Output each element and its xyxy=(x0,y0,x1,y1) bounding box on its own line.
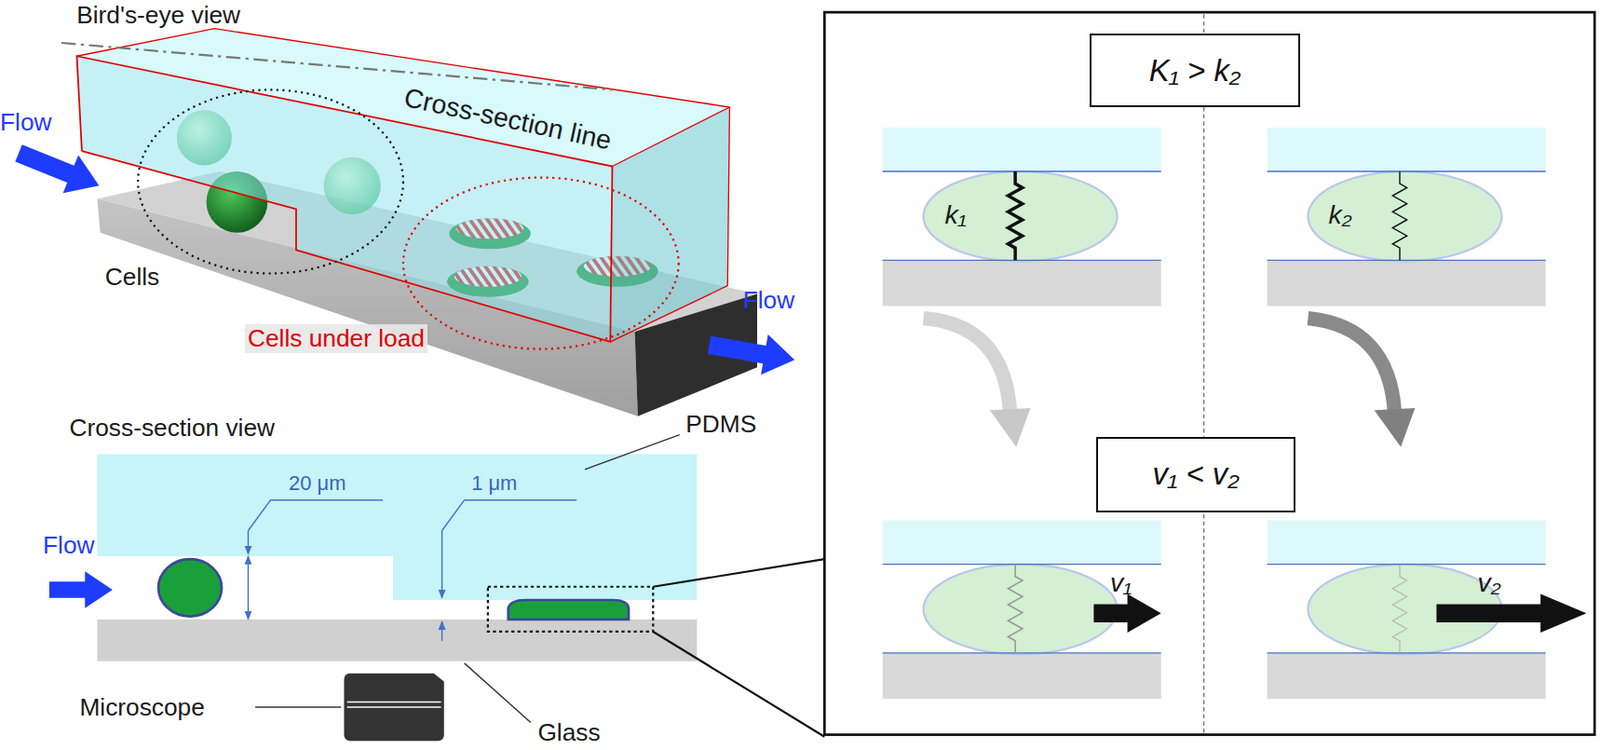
cell xyxy=(176,109,232,165)
symbol-label: k₁ xyxy=(945,199,967,231)
condition-text: K₁ > k₂ xyxy=(1149,53,1242,89)
flow-arrow xyxy=(705,325,799,380)
cell-model xyxy=(882,127,1162,307)
leader-line xyxy=(255,705,341,707)
leader-line xyxy=(584,434,680,470)
channel-front xyxy=(76,55,612,342)
label: PDMS xyxy=(685,409,757,438)
spring-symbol xyxy=(1392,564,1407,653)
channel-outline xyxy=(76,55,612,342)
load-ring xyxy=(403,177,679,350)
label: Cells under load xyxy=(244,324,428,353)
transition-arrow xyxy=(923,318,1011,414)
velocity-arrow xyxy=(1436,593,1587,633)
dimension-line xyxy=(247,555,249,620)
label: 1 μm xyxy=(471,471,517,495)
cell-model xyxy=(882,520,1162,700)
label: Cross-section line xyxy=(401,81,614,156)
label: Glass xyxy=(537,718,600,746)
cells-ring xyxy=(137,89,404,273)
label: Bird's-eye view xyxy=(76,0,241,29)
divider xyxy=(1203,13,1205,733)
zoom-panel xyxy=(824,12,1595,734)
leader-line xyxy=(464,663,531,723)
label: Cross-section view xyxy=(69,413,276,442)
spring-symbol xyxy=(1007,171,1022,260)
label: Flow xyxy=(743,285,796,314)
microscope-icon xyxy=(343,673,444,741)
label: Flow xyxy=(0,108,53,136)
flattened-cell xyxy=(508,599,629,620)
spring-symbol xyxy=(1007,564,1022,653)
label: 20 μm xyxy=(288,471,346,495)
zoom-frame xyxy=(488,586,653,632)
symbol-label: k₂ xyxy=(1328,199,1353,231)
label: Microscope xyxy=(79,692,204,721)
cell xyxy=(158,558,222,616)
flow-arrow xyxy=(11,134,108,204)
condition-text: v₁ < v₂ xyxy=(1152,456,1239,492)
flow-arrow xyxy=(49,570,113,608)
condition-box: v₁ < v₂ xyxy=(1096,436,1296,513)
channel-side xyxy=(610,107,730,342)
glass-section xyxy=(96,619,697,662)
channel-outline xyxy=(76,28,730,342)
label: Flow xyxy=(42,530,95,559)
condition-box: K₁ > k₂ xyxy=(1089,33,1302,108)
label: Cells xyxy=(105,262,160,291)
cell-model xyxy=(1267,127,1546,307)
spring-symbol xyxy=(1392,171,1407,260)
symbol-label: v₂ xyxy=(1477,567,1502,598)
cell xyxy=(324,157,381,215)
section-line xyxy=(61,42,612,90)
transition-arrow xyxy=(1307,318,1395,414)
velocity-arrow xyxy=(1093,593,1161,633)
symbol-label: v₁ xyxy=(1110,567,1132,598)
dimension-line xyxy=(441,530,443,598)
